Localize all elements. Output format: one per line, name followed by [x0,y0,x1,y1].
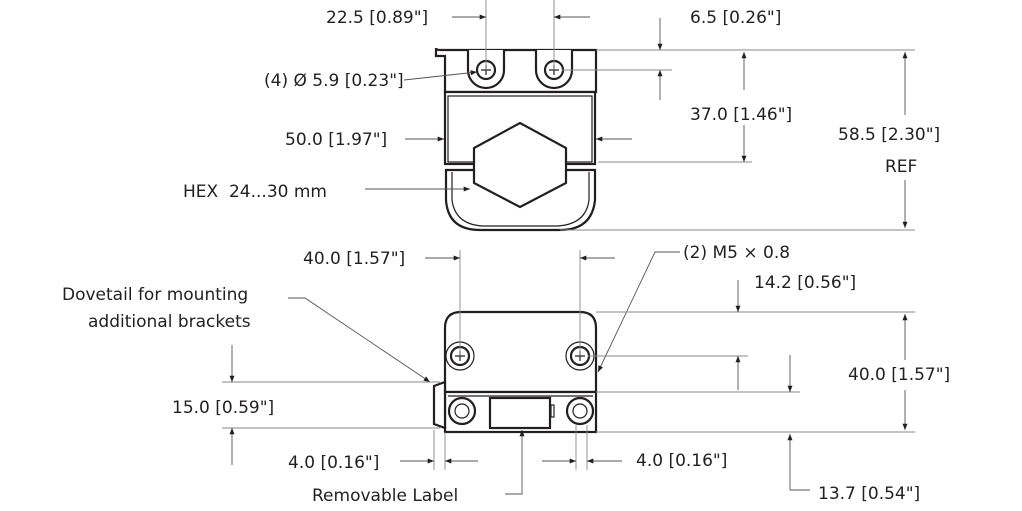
removable-label-slot [488,396,552,430]
hex-label: HEX 24...30 mm [183,182,327,202]
dim-right-offset: 4.0 [0.16"] [636,451,727,471]
dim-width: 50.0 [1.97"] [285,130,387,150]
dim-holes: (4) Ø 5.9 [0.23"] [264,71,404,91]
dim-top-offset-bottom: 14.2 [0.56"] [754,273,856,293]
dim-hole-to-clamp: 37.0 [1.46"] [690,105,792,125]
dim-hole-spacing-bottom: 40.0 [1.57"] [303,249,405,269]
dim-bottom-offset: 13.7 [0.54"] [818,484,920,504]
bottom-view-bracket [432,310,598,434]
removable-label-text: Removable Label [312,486,458,506]
thread-label: (2) M5 × 0.8 [683,243,790,263]
dovetail-label-line1: Dovetail for mounting [62,285,248,305]
dim-total-height-ref: REF [885,157,917,177]
top-view-bracket [434,47,598,232]
bottom-view-dimensions: 40.0 [1.57"] (2) M5 × 0.8 14.2 [0.56"] D… [62,243,950,506]
hex-bolt-icon [565,396,595,426]
dim-top-offset: 6.5 [0.26"] [690,8,781,28]
dim-total-height: 58.5 [2.30"] [838,125,940,145]
dim-dovetail-height: 15.0 [0.59"] [172,398,274,418]
dovetail-label-line2: additional brackets [88,312,251,332]
hex-bolt-icon [447,396,477,426]
dovetail [432,380,447,430]
top-view-dimensions: 22.5 [0.89"] 6.5 [0.26"] (4) Ø 5.9 [0.23… [183,0,940,231]
dim-height: 40.0 [1.57"] [848,365,950,385]
dim-left-offset: 4.0 [0.16"] [288,453,379,473]
hex-opening [472,121,568,209]
dim-hole-spacing-top: 22.5 [0.89"] [326,8,428,28]
